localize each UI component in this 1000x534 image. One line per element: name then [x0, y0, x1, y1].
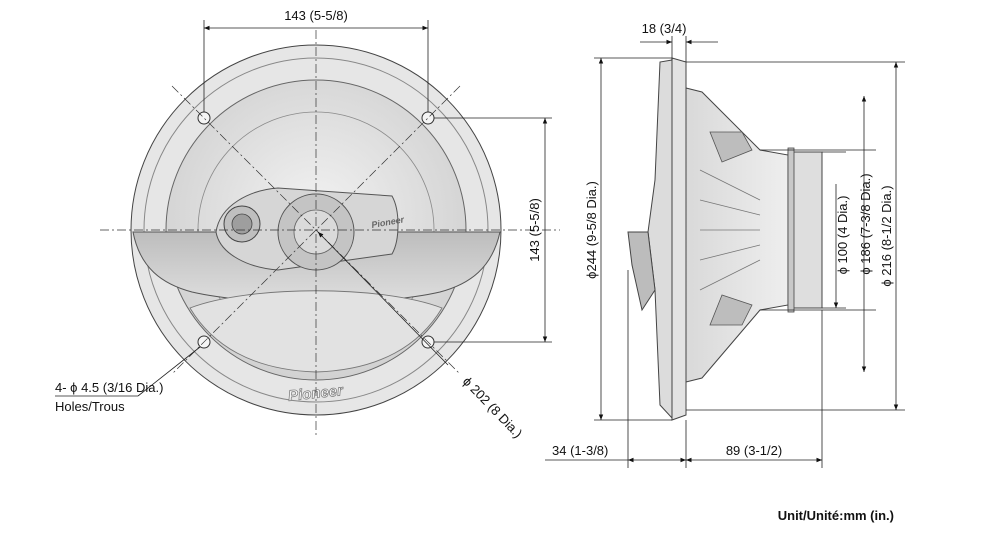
side-tweeter-bump — [627, 231, 656, 312]
basket-window-top — [709, 131, 753, 163]
tweeter-inner — [231, 213, 253, 235]
dim-hole-line2: Holes/Trous — [55, 399, 125, 414]
side-grille — [647, 59, 673, 420]
dim-front-depth: 34 (1-3/8) — [552, 443, 608, 458]
dim-mount: ϕ 216 (8-1/2 Dia.) — [879, 185, 894, 286]
side-flange — [671, 57, 687, 421]
dim-basket: ϕ 186 (7-3/8 Dia.) — [858, 173, 873, 274]
basket-window-bottom — [709, 294, 753, 326]
dim-magnet: ϕ 100 (4 Dia.) — [835, 196, 850, 275]
dim-right-height: 143 (5-5/8) — [527, 198, 542, 262]
leader-hole — [137, 346, 201, 397]
dim-outer: ϕ244 (9-5/8 Dia.) — [584, 181, 599, 279]
unit-label: Unit/Unité:mm (in.) — [778, 508, 894, 523]
dim-cutout: ϕ 202 (8 Dia.) — [460, 374, 526, 441]
side-magnet-plate — [787, 147, 795, 313]
dim-rear-depth: 89 (3-1/2) — [726, 443, 782, 458]
dim-top-width: 143 (5-5/8) — [284, 8, 348, 23]
leader-cutout — [317, 231, 449, 366]
front-view: Pioneer Pioneer 143 (5-5/8) 143 (5-5/8) … — [55, 8, 560, 441]
side-view: 18 (3/4) ϕ244 (9-5/8 Dia.) ϕ 100 (4 Dia.… — [545, 21, 905, 468]
dim-hole: 4- ϕ 4.5 (3/16 Dia.) — [55, 380, 163, 395]
speaker-frame-ring — [143, 57, 489, 403]
basket-ribs — [699, 169, 761, 291]
dim-flange: 18 (3/4) — [642, 21, 687, 36]
